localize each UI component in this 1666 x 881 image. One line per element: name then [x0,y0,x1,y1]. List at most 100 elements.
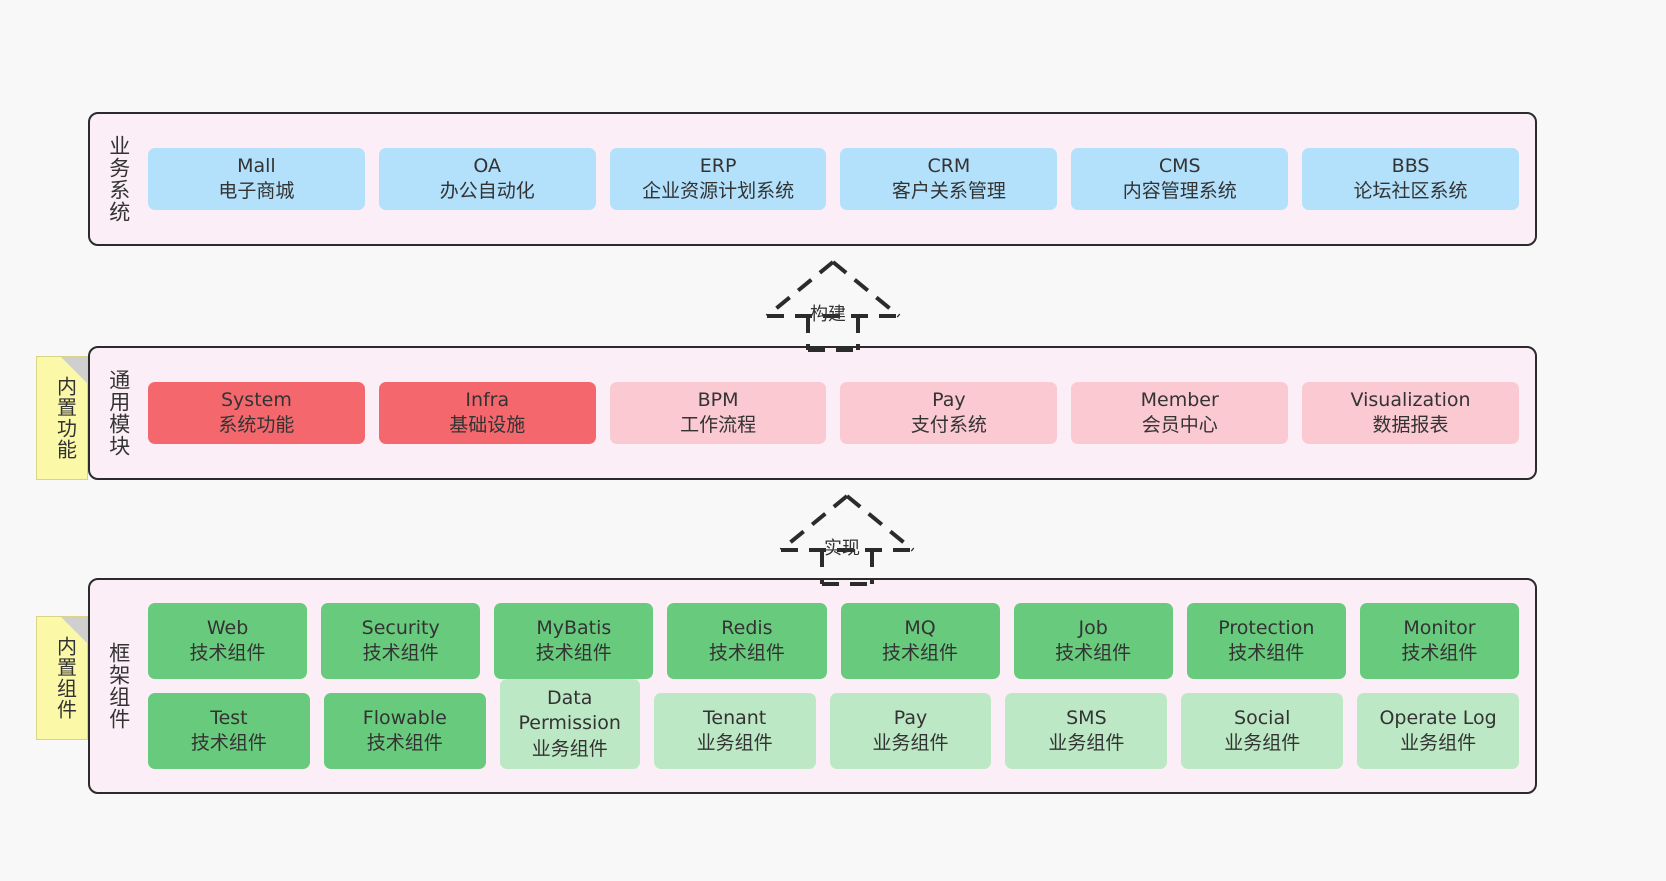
card-subtitle: 技术组件 [1401,642,1478,664]
card-title: Mall [237,154,276,177]
connector-build-shape [765,260,901,352]
card-bpm[interactable]: BPM 工作流程 [609,381,827,445]
connector-build: 构建 [758,258,908,352]
card-subtitle: 办公自动化 [439,180,535,202]
card-row: Mall 电子商城 OA 办公自动化 ERP 企业资源计划系统 CRM 客户关系… [148,147,1519,211]
connector-implement-label: 实现 [824,538,860,559]
card-system[interactable]: System 系统功能 [148,381,365,445]
card-security[interactable]: Security 技术组件 [321,603,481,679]
card-title: Tenant [703,706,767,729]
card-title: OA [473,154,502,177]
card-title: MQ [904,616,936,639]
card-title: CRM [927,154,971,177]
sticky-note-builtin-component: 内置组件 [36,616,88,740]
card-title: BPM [697,388,739,411]
card-pay-module[interactable]: Pay 支付系统 [840,381,1058,445]
layer-title-common-module: 通用模块 [106,369,131,457]
card-subtitle: 业务组件 [531,737,608,760]
layer-body-framework-component: Web 技术组件 Security 技术组件 MyBatis 技术组件 Redi… [138,580,1535,792]
layer-body-common-module: System 系统功能 Infra 基础设施 BPM 工作流程 Pay 支付系统… [138,348,1535,478]
card-erp[interactable]: ERP 企业资源计划系统 [609,147,827,211]
card-subtitle: 技术组件 [1055,642,1132,664]
card-cms[interactable]: CMS 内容管理系统 [1071,147,1289,211]
layer-title-business: 业务系统 [106,135,131,223]
card-title: Data Permission [518,686,621,735]
card-title: Infra [465,388,510,411]
card-title: Security [361,616,440,639]
card-flowable[interactable]: Flowable 技术组件 [323,693,486,769]
layer-title-framework-component: 框架组件 [106,642,131,730]
card-title: MyBatis [536,616,612,639]
card-web[interactable]: Web 技术组件 [148,603,308,679]
card-title: Redis [721,616,773,639]
layer-body-business: Mall 电子商城 OA 办公自动化 ERP 企业资源计划系统 CRM 客户关系… [138,114,1535,244]
card-subtitle: 企业资源计划系统 [642,180,795,202]
card-subtitle: 技术组件 [1228,642,1305,664]
card-subtitle: 基础设施 [449,414,526,436]
layer-panel-common-module: 通用模块 System 系统功能 Infra 基础设施 BPM 工作流程 Pay… [88,346,1537,480]
card-job[interactable]: Job 技术组件 [1013,603,1173,679]
card-title: System [220,388,292,411]
layer-panel-framework-component: 框架组件 Web 技术组件 Security 技术组件 MyBatis 技术组件… [88,578,1537,794]
card-title: CMS [1158,154,1201,177]
card-subtitle: 内容管理系统 [1122,180,1237,202]
card-subtitle: 会员中心 [1141,414,1218,436]
card-subtitle: 电子商城 [218,180,295,202]
card-title: Protection [1218,616,1315,639]
card-title: SMS [1066,706,1107,729]
card-bbs[interactable]: BBS 论坛社区系统 [1302,147,1519,211]
card-tenant[interactable]: Tenant 业务组件 [653,693,816,769]
connector-implement: 实现 [772,492,922,586]
card-subtitle: 业务组件 [696,732,773,754]
card-title: ERP [699,154,737,177]
card-mq[interactable]: MQ 技术组件 [840,603,1000,679]
card-pay-component[interactable]: Pay 业务组件 [829,693,992,769]
note-label: 内置组件 [53,636,78,720]
card-title: Monitor [1403,616,1476,639]
card-mall[interactable]: Mall 电子商城 [148,147,365,211]
card-row: System 系统功能 Infra 基础设施 BPM 工作流程 Pay 支付系统… [148,381,1519,445]
card-subtitle: 技术组件 [189,642,266,664]
card-social[interactable]: Social 业务组件 [1181,693,1344,769]
card-member[interactable]: Member 会员中心 [1071,381,1289,445]
card-subtitle: 技术组件 [535,642,612,664]
card-subtitle: 系统功能 [218,414,295,436]
card-row: Test 技术组件 Flowable 技术组件 Data Permission … [148,679,1520,769]
connector-implement-shape [779,494,915,586]
card-title: Flowable [362,706,447,729]
card-subtitle: 技术组件 [366,732,443,754]
layer-panel-business: 业务系统 Mall 电子商城 OA 办公自动化 ERP 企业资源计划系统 CRM… [88,112,1537,246]
card-row: Web 技术组件 Security 技术组件 MyBatis 技术组件 Redi… [148,603,1519,679]
card-title: Test [210,706,248,729]
card-subtitle: 论坛社区系统 [1353,180,1468,202]
card-operate-log[interactable]: Operate Log 业务组件 [1357,693,1520,769]
card-mybatis[interactable]: MyBatis 技术组件 [494,603,654,679]
card-subtitle: 业务组件 [1048,732,1125,754]
card-data-permission[interactable]: Data Permission 业务组件 [499,679,640,769]
card-subtitle: 业务组件 [872,732,949,754]
card-sms[interactable]: SMS 业务组件 [1005,693,1168,769]
card-monitor[interactable]: Monitor 技术组件 [1359,603,1519,679]
card-infra[interactable]: Infra 基础设施 [378,381,596,445]
card-subtitle: 支付系统 [910,414,987,436]
card-visualization[interactable]: Visualization 数据报表 [1302,381,1519,445]
card-title: Member [1140,388,1219,411]
card-subtitle: 业务组件 [1400,732,1477,754]
card-oa[interactable]: OA 办公自动化 [378,147,596,211]
connector-build-label: 构建 [810,304,846,325]
card-crm[interactable]: CRM 客户关系管理 [840,147,1058,211]
card-redis[interactable]: Redis 技术组件 [667,603,827,679]
card-title: Operate Log [1379,706,1497,729]
card-title: Pay [932,388,966,411]
card-subtitle: 技术组件 [190,732,267,754]
card-title: Pay [893,706,928,729]
card-test[interactable]: Test 技术组件 [148,693,310,769]
card-subtitle: 技术组件 [882,642,959,664]
note-fold-corner-icon [61,357,87,383]
card-title: BBS [1391,154,1430,177]
card-subtitle: 技术组件 [708,642,785,664]
card-protection[interactable]: Protection 技术组件 [1186,603,1346,679]
card-subtitle: 业务组件 [1224,732,1301,754]
card-title: Web [206,616,249,639]
